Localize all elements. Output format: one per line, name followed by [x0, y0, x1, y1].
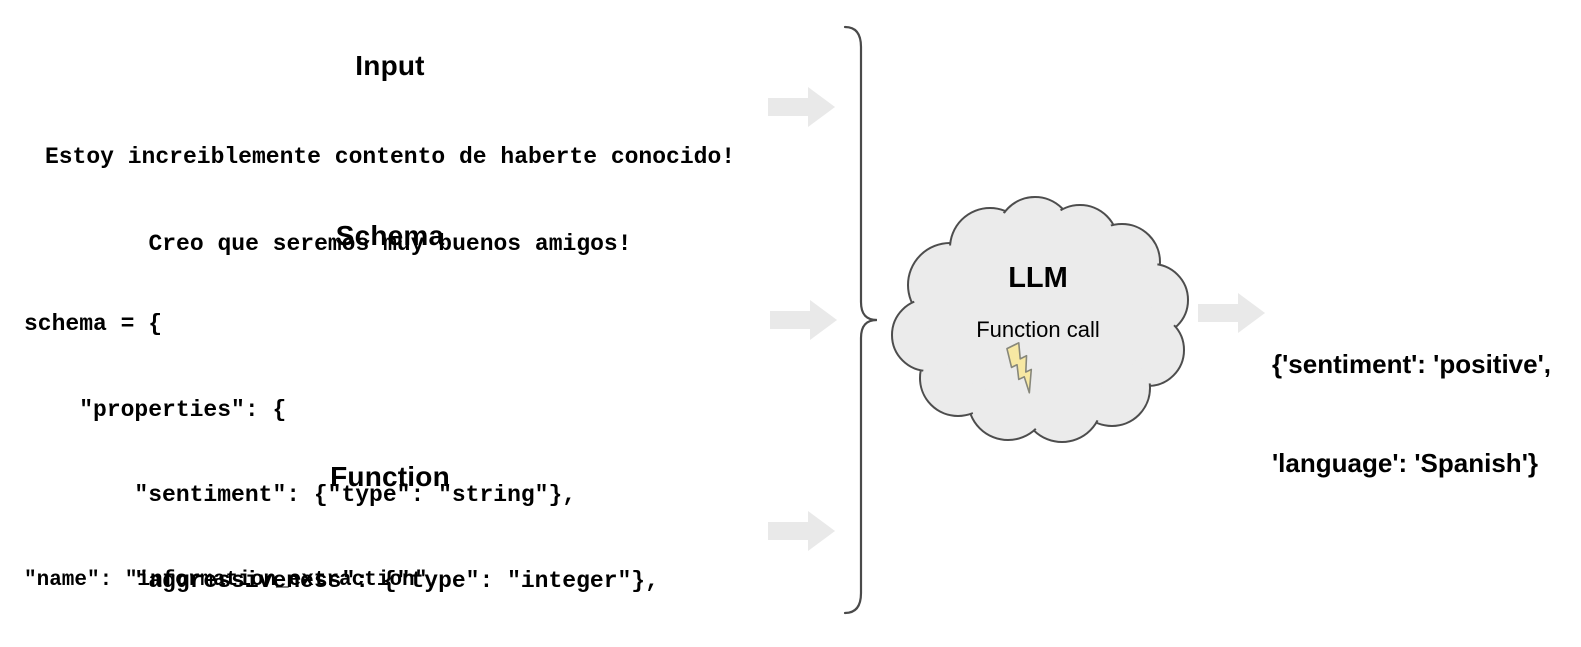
- input-text-line: Estoy increiblemente contento de haberte…: [44, 144, 736, 170]
- function-flow-arrow-icon: [768, 511, 835, 551]
- function-section-title: Function: [330, 461, 450, 492]
- schema-flow-arrow-icon: [770, 300, 837, 340]
- function-code-block: "name": "information_extraction", "descr…: [24, 483, 730, 647]
- schema-code-line: schema = {: [24, 311, 163, 337]
- output-result-line: {'sentiment': 'positive',: [1272, 349, 1552, 379]
- schema-code-line: "sentiment": {"type": "string"},: [24, 482, 577, 508]
- llm-cloud-subtitle: Function call: [976, 317, 1100, 342]
- output-result-line: 'language': 'Spanish'}: [1272, 448, 1538, 478]
- schema-code-line: "aggressiveness": {"type": "integer"},: [24, 567, 659, 594]
- llm-cloud-title: LLM: [1008, 262, 1068, 294]
- input-text-line: Creo que seremos muy buenos amigos!: [148, 231, 632, 257]
- input-section-title: Input: [355, 50, 425, 81]
- output-result-block: {'sentiment': 'positive', 'language': 'S…: [1272, 282, 1551, 546]
- grouping-brace: [843, 25, 878, 615]
- schema-section-title: Schema: [335, 220, 445, 251]
- output-flow-arrow-icon: [1198, 293, 1265, 333]
- lightning-bolt-icon: [1006, 342, 1033, 394]
- schema-code-line: "properties": {: [24, 396, 287, 423]
- llm-cloud-shape: [891, 196, 1189, 443]
- input-text-block: Estoy increiblemente contento de haberte…: [20, 85, 760, 317]
- function-code-line: "name": "information_extraction",: [24, 569, 440, 592]
- schema-code-block: schema = { "properties": { "sentiment": …: [24, 253, 659, 647]
- input-flow-arrow-icon: [768, 87, 835, 127]
